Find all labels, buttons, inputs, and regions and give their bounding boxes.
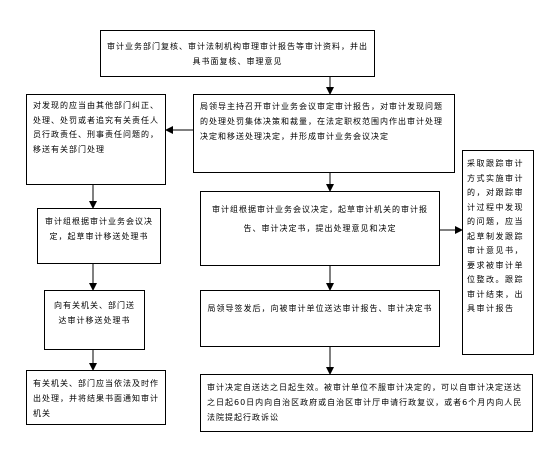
effective-appeal-box: 审计决定自送达之日起生效。被审计单位不服审计决定的，可以自审计决定送达之日起60… [200,374,533,432]
tracking-audit-box: 采取跟踪审计方式实施审计的，对跟踪审计过程中发现的问题，应当起草制发跟踪审计意见… [462,150,534,355]
deliver-referral-letter-box: 向有关机关、部门送达审计移送处理书 [44,290,145,350]
review-box: 审计业务部门复核、审计法制机构审理审计报告等审计资料，并出具书面复核、审理意见 [100,30,375,77]
draft-referral-letter-box: 审计组根据审计业务会议决定，起草审计移送处理书 [37,208,161,264]
sign-deliver-box: 局领导签发后，向被审计单位送达审计报告、审计决定书 [200,290,440,347]
handling-result-box: 有关机关、部门应当依法及时作出处理，并将结果书面通知审计机关 [26,370,166,425]
draft-report-box: 审计组根据审计业务会议决定，起草审计机关的审计报告、审计决定书，提出处理意见和决… [200,191,440,266]
decision-meeting-box: 局领导主持召开审计业务会议审定审计报告，对审计发现问题的处理处罚集体决策和裁量，… [193,94,455,173]
referral-box: 对发现的应当由其他部门纠正、处理、处罚或者追究有关责任人员行政责任、刑事责任问题… [26,94,166,185]
